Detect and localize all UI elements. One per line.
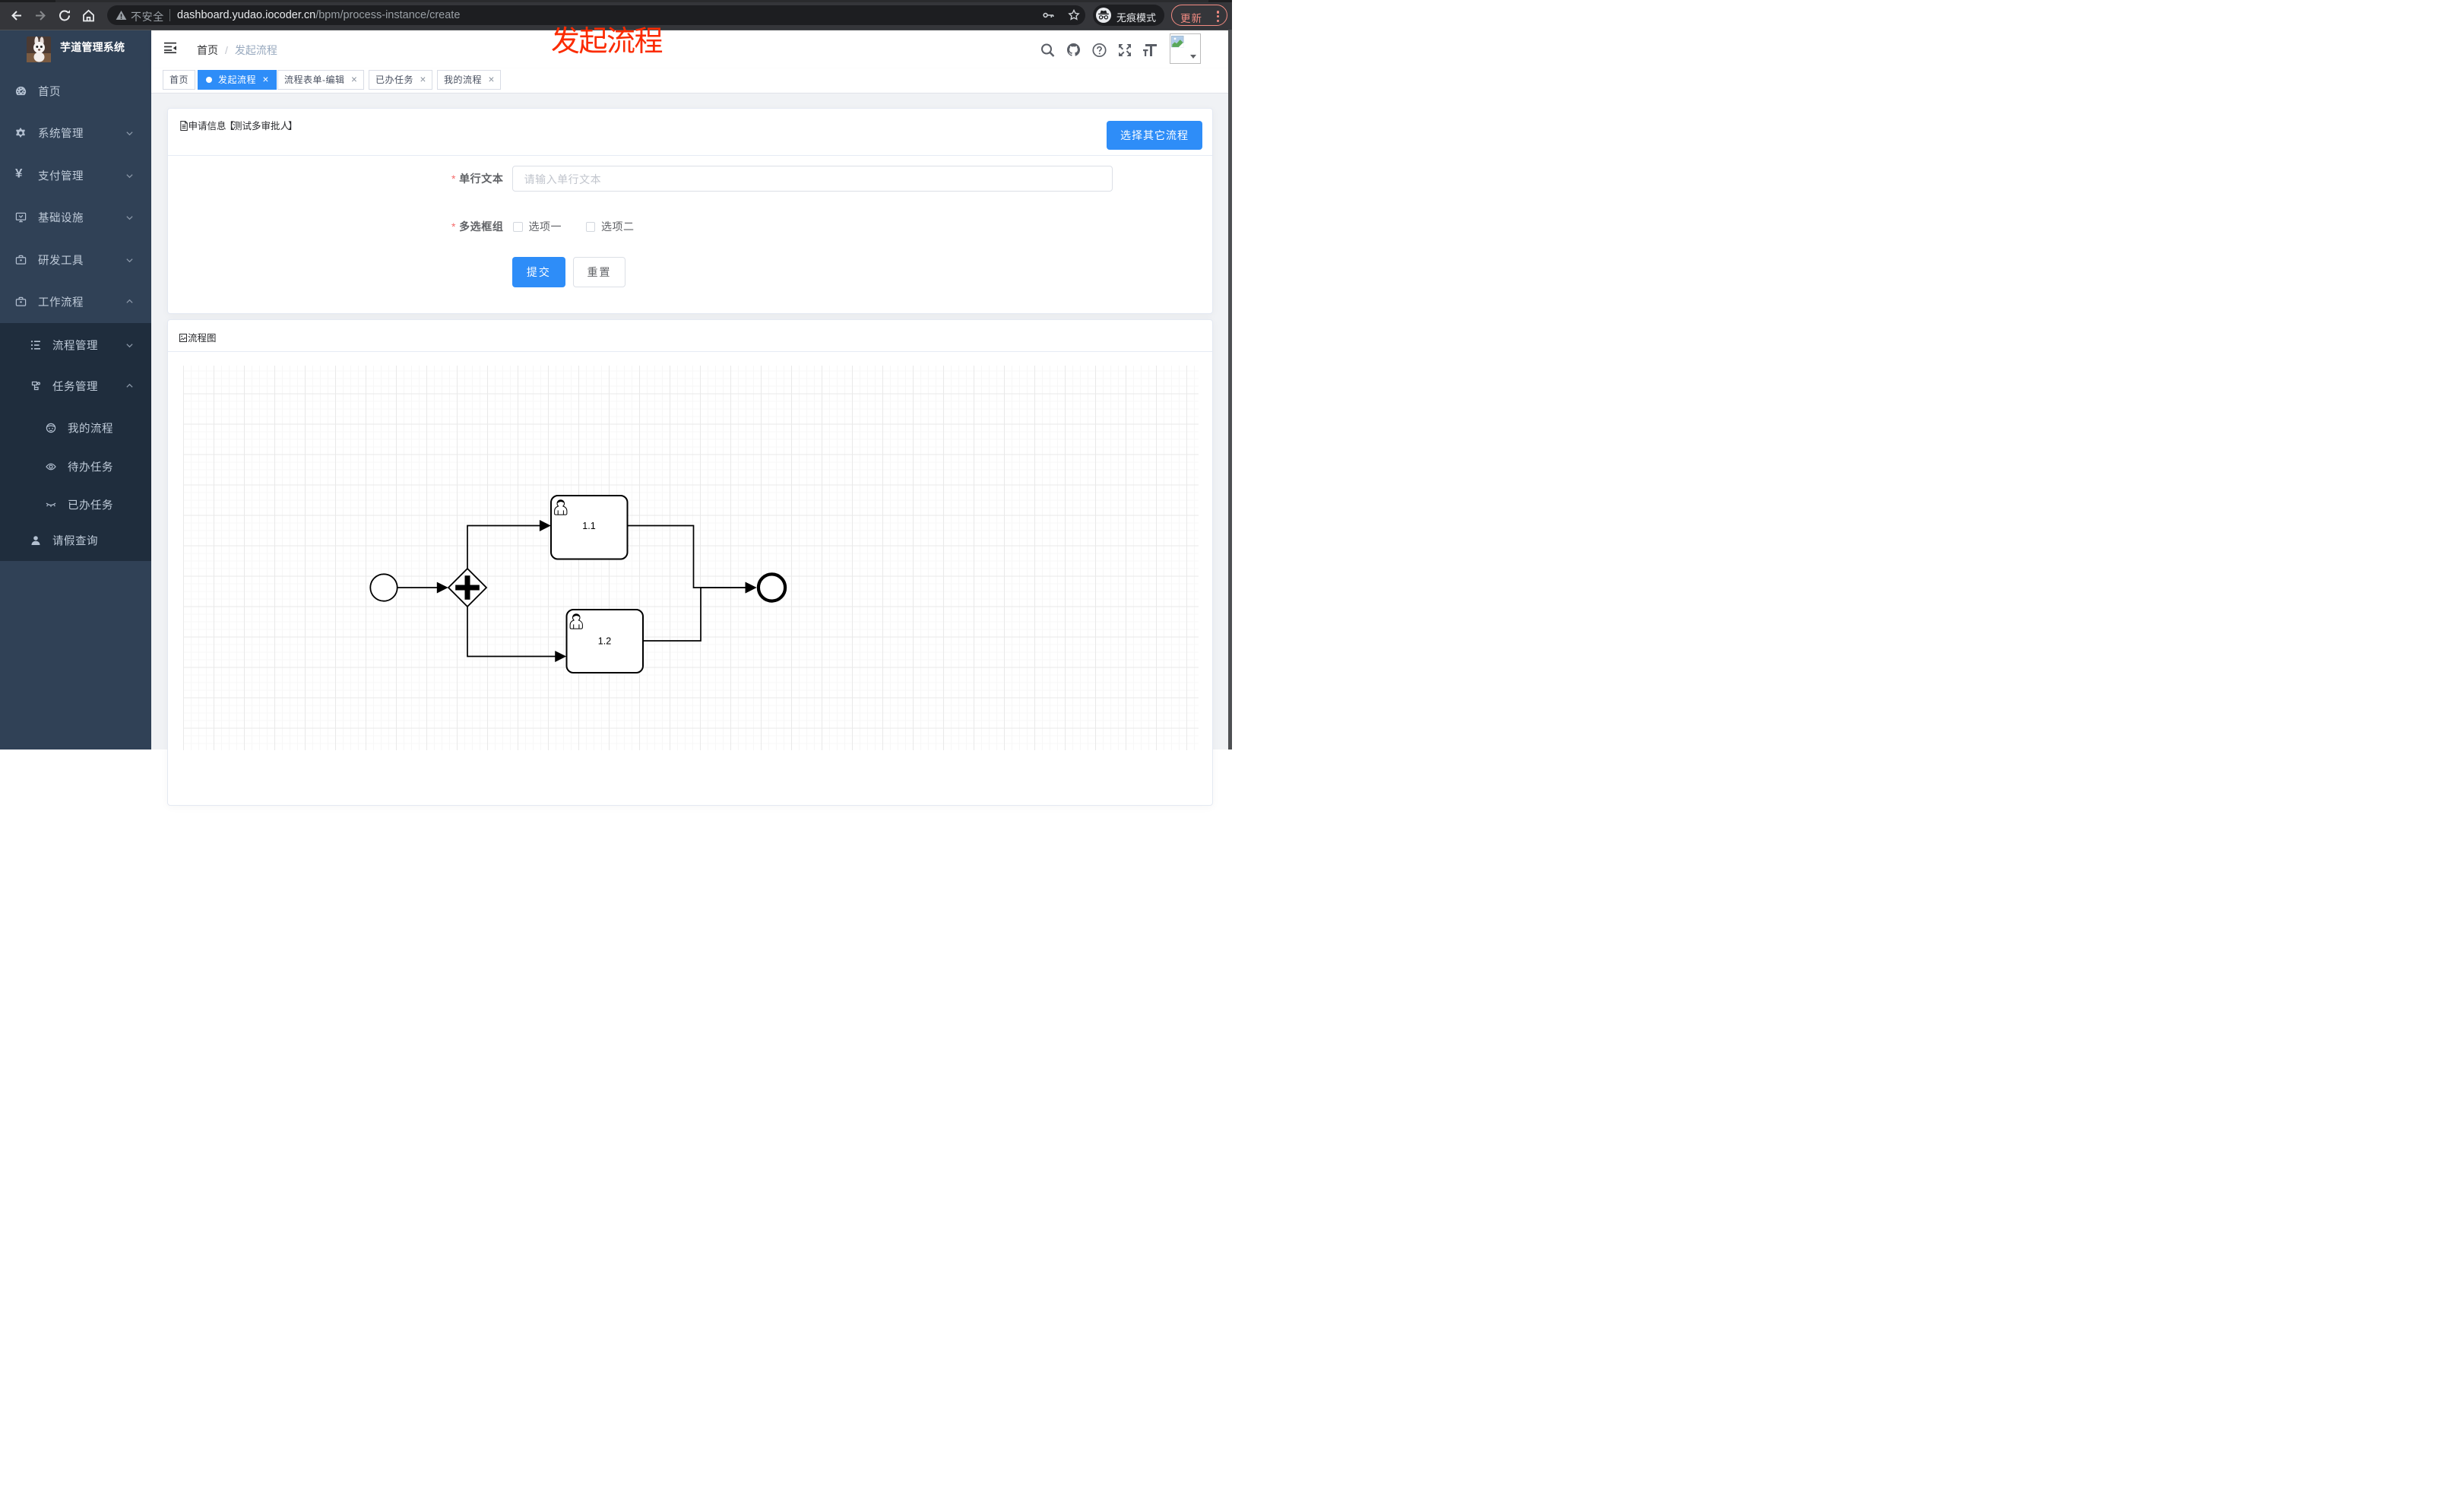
svg-text:1.2: 1.2 bbox=[598, 636, 611, 647]
svg-text:1.1: 1.1 bbox=[582, 521, 595, 531]
